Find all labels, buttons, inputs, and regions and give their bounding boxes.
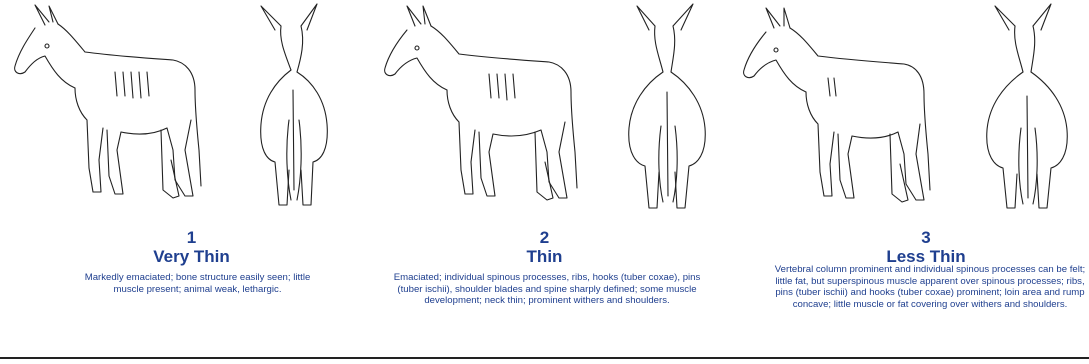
donkey-side-view-2: [371, 0, 591, 215]
condition-title-2: Thin: [363, 247, 726, 267]
donkey-side-view-3: [730, 0, 940, 215]
condition-number-1: 1: [20, 229, 363, 247]
donkey-side-view-1: [5, 0, 205, 215]
condition-header-3: 3 Less Thin: [726, 229, 1089, 267]
condition-panel-3: 3 Less Thin Vertebral column prominent a…: [726, 0, 1089, 364]
donkey-rear-view-1: [245, 0, 345, 215]
condition-title-1: Very Thin: [20, 247, 363, 267]
condition-description-2: Emaciated; individual spinous processes,…: [388, 272, 706, 307]
condition-panel-1: 1 Very Thin Markedly emaciated; bone str…: [0, 0, 363, 364]
condition-number-2: 2: [363, 229, 726, 247]
donkey-rear-view-3: [971, 0, 1081, 215]
donkey-rear-view-2: [613, 0, 723, 215]
condition-number-3: 3: [726, 229, 1089, 247]
condition-panel-2: 2 Thin Emaciated; individual spinous pro…: [363, 0, 726, 364]
condition-description-1: Markedly emaciated; bone structure easil…: [70, 272, 325, 295]
condition-header-1: 1 Very Thin: [20, 229, 363, 267]
condition-header-2: 2 Thin: [363, 229, 726, 267]
bottom-divider: [0, 357, 1089, 359]
condition-description-3: Vertebral column prominent and individua…: [770, 264, 1089, 310]
